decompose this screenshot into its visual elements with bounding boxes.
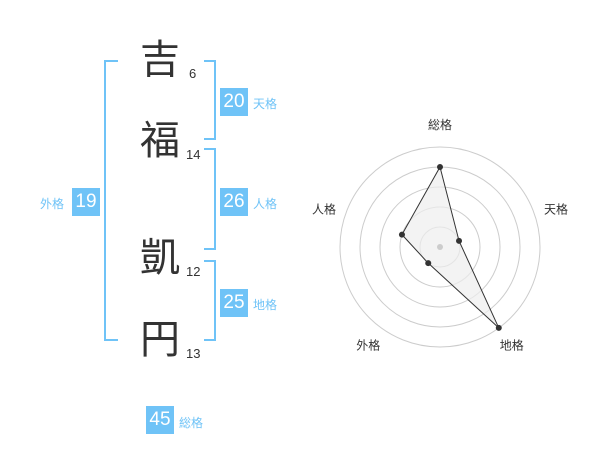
jinkaku-value: 26 (220, 188, 248, 216)
jinkaku-bracket (204, 148, 216, 250)
tenkaku-value: 20 (220, 88, 248, 116)
radar-axis-label-2: 天格 (544, 201, 568, 216)
radar-axis-label-4: 外格 (356, 338, 380, 353)
radar-axis-label-1: 総格 (428, 117, 452, 132)
stroke-count-2: 14 (186, 147, 201, 162)
tenkaku-label: 天格 (253, 97, 278, 111)
radar-center-dot (437, 244, 443, 250)
name-char-1: 吉 (140, 37, 180, 83)
radar-value-polygon (401, 165, 500, 329)
radar-axis-label-5: 人格 (312, 201, 336, 216)
name-char-2: 福 (140, 118, 180, 164)
gaikaku-bracket (104, 60, 118, 341)
soukaku-value: 45 (146, 406, 174, 434)
radar-point-2 (456, 237, 463, 244)
radar-point-1 (437, 164, 443, 170)
radar-axis-label-3: 地格 (500, 338, 524, 353)
stroke-count-3: 12 (186, 264, 201, 279)
name-char-3: 凱 (140, 235, 180, 281)
tenkaku-bracket (204, 60, 216, 140)
chikaku-label: 地格 (253, 298, 278, 312)
radar-point-5 (398, 231, 405, 238)
chikaku-value: 25 (220, 289, 248, 317)
stroke-count-1: 6 (189, 66, 197, 81)
chikaku-bracket (204, 260, 216, 341)
radar-point-4 (425, 260, 432, 267)
radar-point-3 (495, 324, 502, 331)
name-char-4: 円 (140, 317, 180, 363)
soukaku-label: 総格 (179, 416, 204, 430)
jinkaku-label: 人格 (253, 197, 278, 211)
radar-ring-5 (339, 146, 541, 348)
gaikaku-value: 19 (72, 188, 100, 216)
stroke-count-4: 13 (186, 346, 201, 361)
gaikaku-label: 外格 (40, 197, 65, 211)
